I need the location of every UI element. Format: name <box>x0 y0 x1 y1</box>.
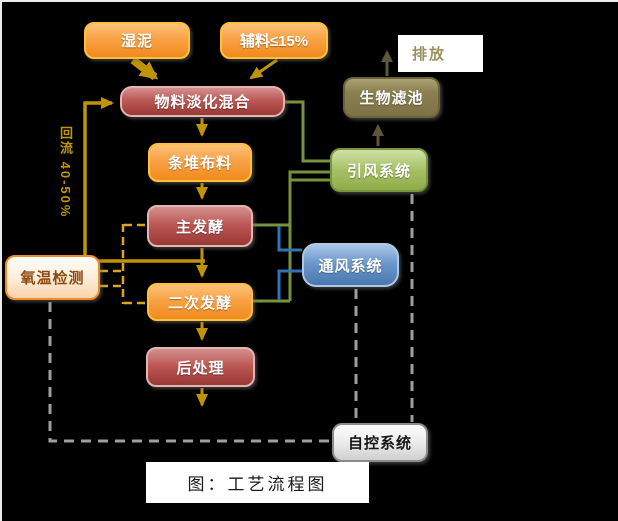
odor-arrows <box>372 50 393 146</box>
exhaust-lines <box>253 100 331 303</box>
node-oxygen-temperature-detection: 氧温检测 <box>5 255 100 300</box>
discharge-label-box: 排放 <box>398 35 483 72</box>
node-biofilter: 生物滤池 <box>343 77 440 118</box>
aeration-to-secondary <box>277 269 302 300</box>
aeration-to-primary <box>277 226 302 252</box>
node-auxiliary-material: 辅料≤15% <box>220 22 328 59</box>
arrow-wetmud-to-mixing <box>130 56 159 81</box>
discharge-label: 排放 <box>412 46 447 63</box>
main-flow-arrows <box>83 56 278 407</box>
node-post-treatment: 后处理 <box>146 347 255 387</box>
arrow-auxiliary-to-mixing <box>249 58 278 80</box>
node-secondary-fermentation: 二次发酵 <box>147 283 253 321</box>
recycle-line <box>83 97 205 263</box>
slide-edge-left <box>0 0 2 521</box>
node-material-mixing: 物料淡化混合 <box>120 86 285 117</box>
exhaust-riser <box>288 170 331 301</box>
slide-edge-top <box>0 0 618 2</box>
caption-box: 图：工艺流程图 <box>146 462 369 503</box>
node-induced-draft-system: 引风系统 <box>330 148 428 192</box>
node-primary-fermentation: 主发酵 <box>147 205 253 247</box>
node-windrow-laying: 条堆布料 <box>148 143 252 182</box>
sensor-dashed-lines <box>100 223 146 305</box>
control-from-detection <box>48 302 331 443</box>
recycle-rate-label: 回流 40-50% <box>58 126 73 219</box>
control-dashed-lines <box>48 194 414 443</box>
aeration-lines <box>277 226 302 300</box>
node-automatic-control-system: 自控系统 <box>332 423 428 462</box>
exhaust-mixing-to-induced <box>285 100 331 163</box>
diagram-caption: 图：工艺流程图 <box>187 475 328 494</box>
node-wet-mud: 湿泥 <box>84 22 190 59</box>
node-ventilation-system: 通风系统 <box>302 243 399 287</box>
